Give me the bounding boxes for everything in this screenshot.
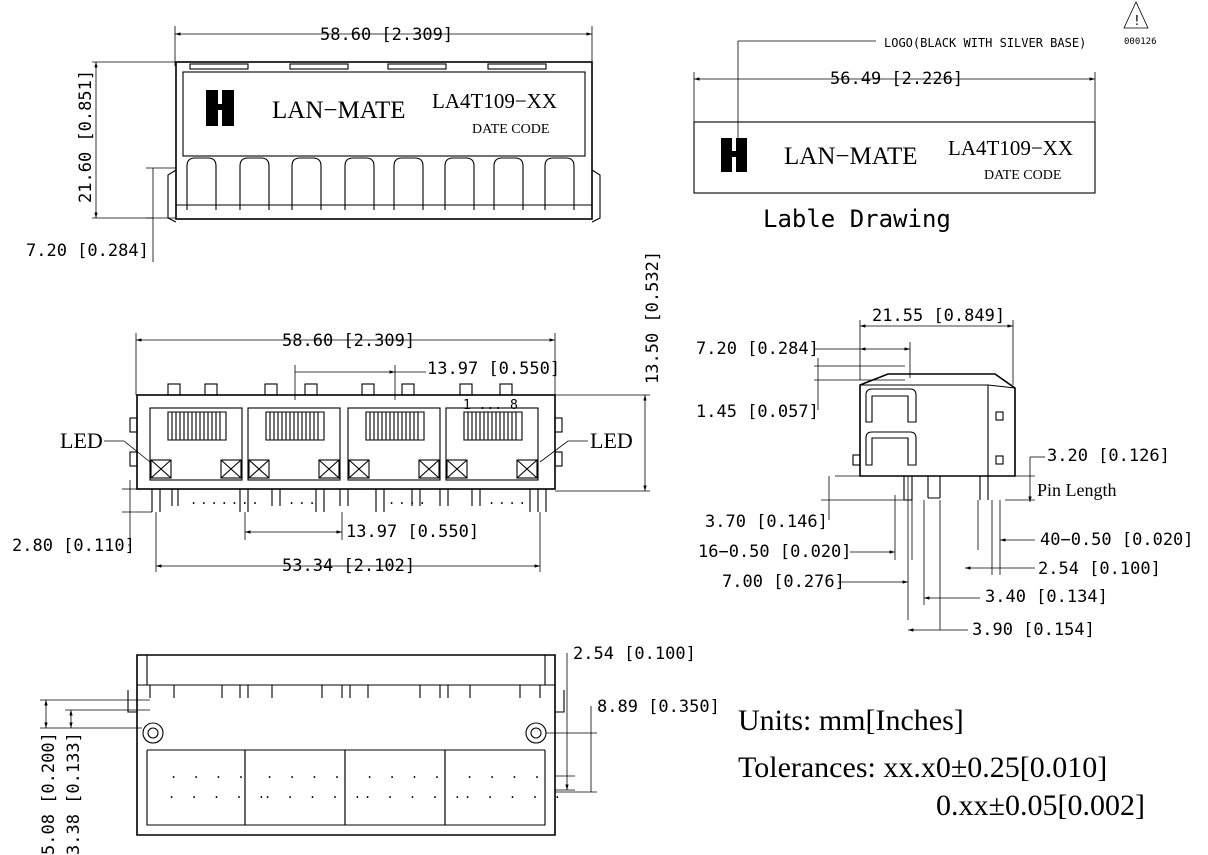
logo-note: LOGO(BLACK WITH SILVER BASE) <box>884 36 1086 50</box>
tolerance-line-2: 0.xx±0.05[0.002] <box>936 789 1145 822</box>
front-view: 58.60 [2.309] LAN−MATE LA4T109−XX DATE C… <box>26 25 601 262</box>
units-note: Units: mm[Inches] <box>738 704 964 737</box>
svg-text:....: .... <box>388 493 429 507</box>
port-pitch-bottom-dimension: 13.97 [0.550] <box>346 522 479 542</box>
label-drawing: 000126 ! LOGO(BLACK WITH SILVER BASE) 56… <box>693 1 1157 233</box>
port-pins <box>151 489 547 512</box>
port-width-dimension: 58.60 [2.309] <box>282 331 415 351</box>
svg-text:. . . . .: . . . . . <box>168 787 269 801</box>
side-pin-length-dimension: 3.20 [0.126] <box>1047 446 1170 466</box>
bottom-pitch-dimension: 2.54 [0.100] <box>573 644 696 664</box>
notes: Units: mm[Inches] Tolerances: xx.x0±0.25… <box>738 704 1145 822</box>
svg-text:!: ! <box>1133 14 1141 29</box>
front-date-code: DATE CODE <box>472 122 549 137</box>
bottom-port-cells <box>146 750 546 826</box>
side-pin-dia-40: 40−0.50 [0.020] <box>1040 530 1194 550</box>
front-logo <box>206 90 234 126</box>
label-caption: Lable Drawing <box>763 205 951 233</box>
side-step-dimension: 1.45 [0.057] <box>696 402 819 422</box>
port-leds <box>150 459 538 479</box>
svg-text:. . . .: . . . . <box>266 767 345 781</box>
bottom-pin-marks <box>149 685 541 698</box>
side-pin-length-label: Pin Length <box>1037 480 1117 500</box>
front-foot-dimension: 7.20 [0.284] <box>26 241 149 261</box>
side-standoff-dimension: 3.70 [0.146] <box>705 512 828 532</box>
tolerance-line-1: Tolerances: xx.x0±0.25[0.010] <box>738 751 1107 784</box>
led-left-label: LED <box>60 428 103 453</box>
svg-text:. . . . .: . . . . . <box>364 787 465 801</box>
label-brand: LAN−MATE <box>784 143 918 170</box>
port-pitch-top-dimension: 13.97 [0.550] <box>427 359 560 379</box>
label-date-code: DATE CODE <box>984 168 1061 183</box>
front-part-number: LA4T109−XX <box>432 89 557 113</box>
side-view: 21.55 [0.849] 7.20 [0.284] 1.45 [0.057] <box>696 306 1194 640</box>
svg-text:. . . .: . . . . <box>466 767 545 781</box>
front-port-tabs <box>186 157 575 210</box>
label-part-number: LA4T109−XX <box>948 136 1073 160</box>
bottom-dimension-b: 3.38 [0.133] <box>64 732 84 855</box>
svg-text:. . . .: . . . . <box>170 767 249 781</box>
port-pin-numbers: 1 ... 8 <box>463 398 518 413</box>
bottom-dimension-a: 5.08 [0.200] <box>39 732 59 855</box>
svg-text:.......: ....... <box>190 493 262 507</box>
svg-text:...: ... <box>288 493 319 507</box>
port-view: 58.60 [2.309] 13.97 [0.550] 13.50 [0.532… <box>12 251 663 576</box>
svg-text:. . . . .: . . . . . <box>464 787 565 801</box>
label-width-dimension: 56.49 [2.226] <box>830 69 963 89</box>
revision-mark: 000126 <box>1124 37 1157 47</box>
rj45-ports <box>149 407 539 481</box>
side-depth-dimension: 21.55 [0.849] <box>872 306 1005 326</box>
side-offset-dimension: 7.20 [0.284] <box>696 339 819 359</box>
port-height-dimension: 13.50 [0.532] <box>643 251 663 384</box>
front-width-dimension: 58.60 [2.309] <box>320 25 453 45</box>
port-top-bumps <box>167 383 513 396</box>
side-offset2-dimension: 7.00 [0.276] <box>722 572 845 592</box>
svg-text:. . . .: . . . . <box>366 767 445 781</box>
front-height-dimension: 21.60 [0.851] <box>76 70 96 203</box>
side-row-dimension-1: 3.40 [0.134] <box>985 587 1108 607</box>
svg-text:. . . . .: . . . . . <box>264 787 365 801</box>
port-pin-span-dimension: 53.34 [2.102] <box>282 556 415 576</box>
side-row-dimension-2: 3.90 [0.154] <box>972 620 1095 640</box>
front-brand: LAN−MATE <box>272 97 406 124</box>
side-pin-dia-16: 16−0.50 [0.020] <box>698 542 852 562</box>
label-logo <box>721 138 747 172</box>
svg-text:....: .... <box>488 493 529 507</box>
bottom-view: . . . . . . . . . . . . . . . . . . . . … <box>39 644 720 855</box>
led-right-label: LED <box>590 428 633 453</box>
bottom-post-dimension: 8.89 [0.350] <box>597 697 720 717</box>
side-pitch-dimension: 2.54 [0.100] <box>1038 559 1161 579</box>
port-standoff-dimension: 2.80 [0.110] <box>12 536 135 556</box>
